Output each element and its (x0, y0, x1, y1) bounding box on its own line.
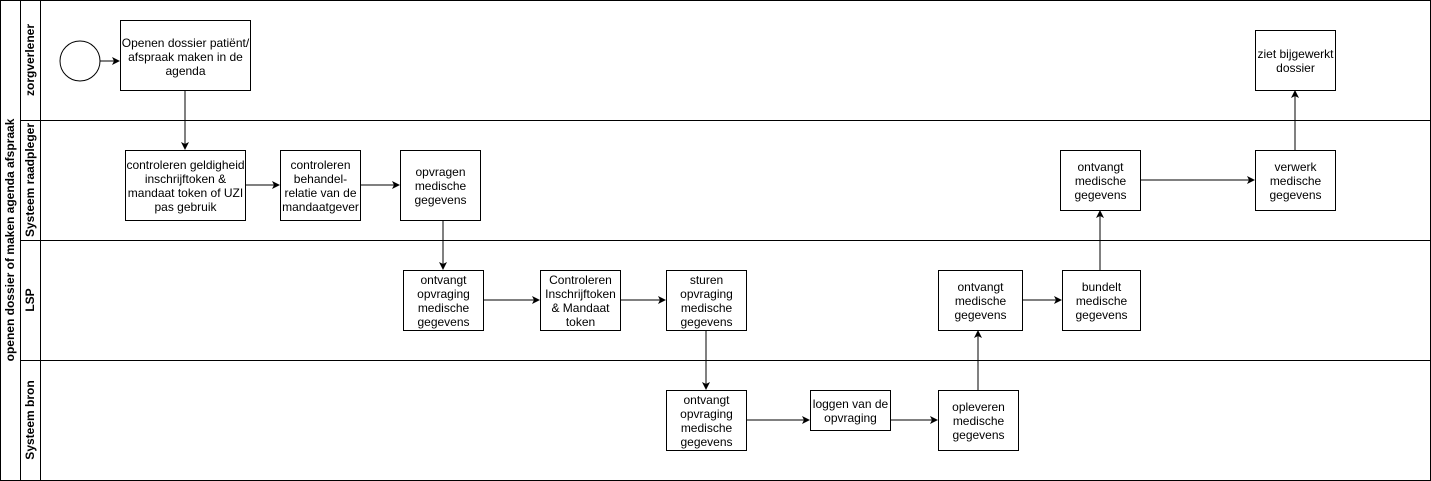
lane-label-zorgverlener: zorgverlener (23, 23, 37, 97)
task-ziet-bijgewerkt-dossier[interactable]: ziet bijgewerkt dossier (1255, 30, 1336, 91)
task-controleren-behandelrelatie[interactable]: controleren behandel-relatie van de mand… (280, 150, 361, 221)
pool-title: openen dossier of maken agenda afspraak (3, 118, 17, 362)
task-opleveren-medische-gegevens[interactable]: opleveren medische gegevens (938, 390, 1019, 451)
lane-label-lsp: LSP (23, 288, 37, 312)
task-loggen-opvraging[interactable]: loggen van de opvraging (810, 390, 891, 431)
task-lsp-ontvangt-opvraging[interactable]: ontvangt opvraging medische gegevens (403, 270, 484, 331)
task-raadpleger-ontvangt-medische-gegevens[interactable]: ontvangt medische gegevens (1060, 150, 1141, 211)
task-lsp-ontvangt-medische-gegevens[interactable]: ontvangt medische gegevens (938, 270, 1023, 331)
task-openen-dossier[interactable]: Openen dossier patiënt/ afspraak maken i… (120, 20, 251, 91)
task-bron-ontvangt-opvraging[interactable]: ontvangt opvraging medische gegevens (666, 390, 747, 451)
start-event[interactable] (59, 40, 101, 82)
lane-label-systeem-raadpleger: Systeem raadpleger (23, 122, 37, 238)
task-opvragen-medische-gegevens[interactable]: opvragen medische gegevens (400, 150, 481, 221)
task-sturen-opvraging[interactable]: sturen opvraging medische gegevens (666, 270, 747, 331)
task-controleren-inschrijftoken[interactable]: Controleren Inschrijftoken & Mandaat tok… (540, 270, 621, 331)
task-bundelt-medische-gegevens[interactable]: bundelt medische gegevens (1062, 270, 1141, 331)
task-verwerk-medische-gegevens[interactable]: verwerk medische gegevens (1255, 150, 1336, 211)
lane-label-systeem-bron: Systeem bron (23, 380, 37, 460)
task-controleren-geldigheid[interactable]: controleren geldigheid inschrijftoken & … (125, 150, 246, 221)
